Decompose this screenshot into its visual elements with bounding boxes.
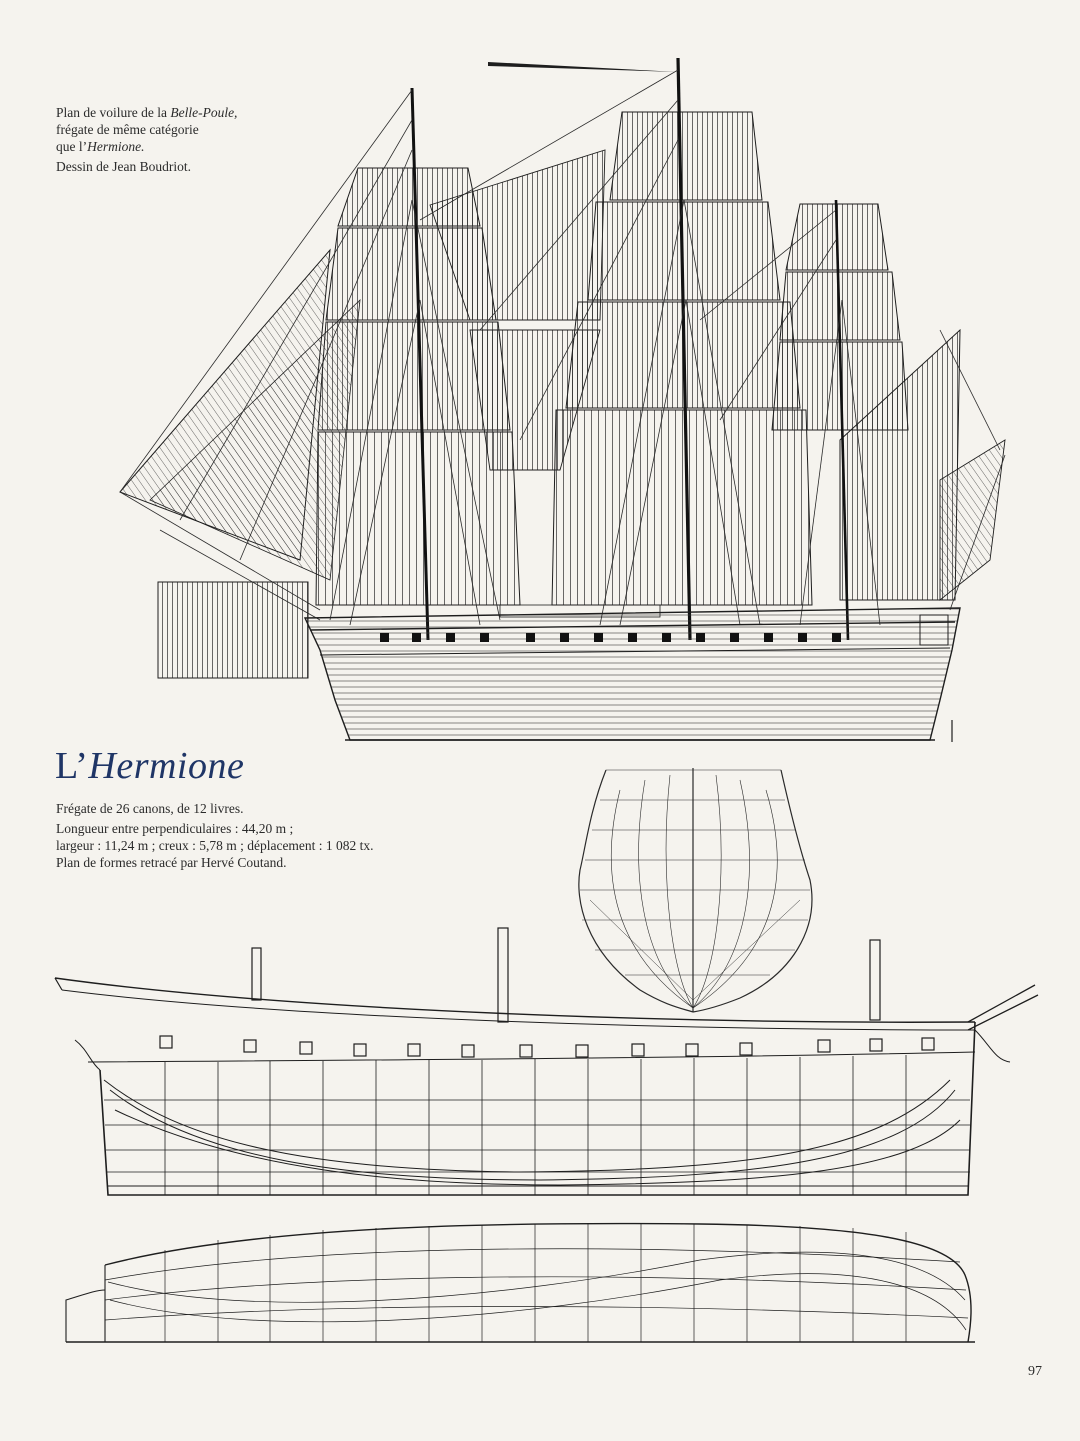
ship-specifications: Frégate de 26 canons, de 12 livres. Long… xyxy=(56,800,476,871)
half-breadth-plan xyxy=(65,1222,975,1343)
spec-credit: Plan de formes retracé par Hervé Coutand… xyxy=(56,855,287,870)
body-plan xyxy=(578,768,813,1013)
spec-length: Longueur entre perpendiculaires : 44,20 … xyxy=(56,821,294,836)
pennant-flag xyxy=(488,62,678,72)
sheer-stations xyxy=(164,1055,907,1195)
caption-ship-name: Belle-Poule, xyxy=(170,105,238,120)
hull xyxy=(303,604,961,742)
gun-ports xyxy=(380,633,841,642)
page-number: 97 xyxy=(1028,1364,1042,1379)
sheer-gun-ports xyxy=(159,1035,935,1058)
title-ship-name: Hermione xyxy=(88,745,245,787)
spec-armament: Frégate de 26 canons, de 12 livres. xyxy=(56,801,244,816)
title-prefix: L’ xyxy=(55,745,89,787)
sheer-plan xyxy=(54,927,1039,1196)
caption-line2: frégate de même catégorie xyxy=(56,122,199,137)
caption-line1-text: Plan de voilure de la xyxy=(56,105,171,120)
caption-credit: Dessin de Jean Boudriot. xyxy=(56,159,191,174)
rigging xyxy=(119,69,1006,626)
half-breadth-stations xyxy=(164,1224,907,1342)
caption-line3-text: que l’ xyxy=(56,139,88,154)
caption-hermione-name: Hermione. xyxy=(87,139,145,154)
masts xyxy=(410,57,850,641)
sail-plan-caption: Plan de voilure de la Belle-Poule, fréga… xyxy=(56,104,296,175)
spec-dimensions: largeur : 11,24 m ; creux : 5,78 m ; dép… xyxy=(56,838,374,853)
jib-sails xyxy=(119,248,361,679)
page-title: L’Hermione xyxy=(55,744,244,788)
